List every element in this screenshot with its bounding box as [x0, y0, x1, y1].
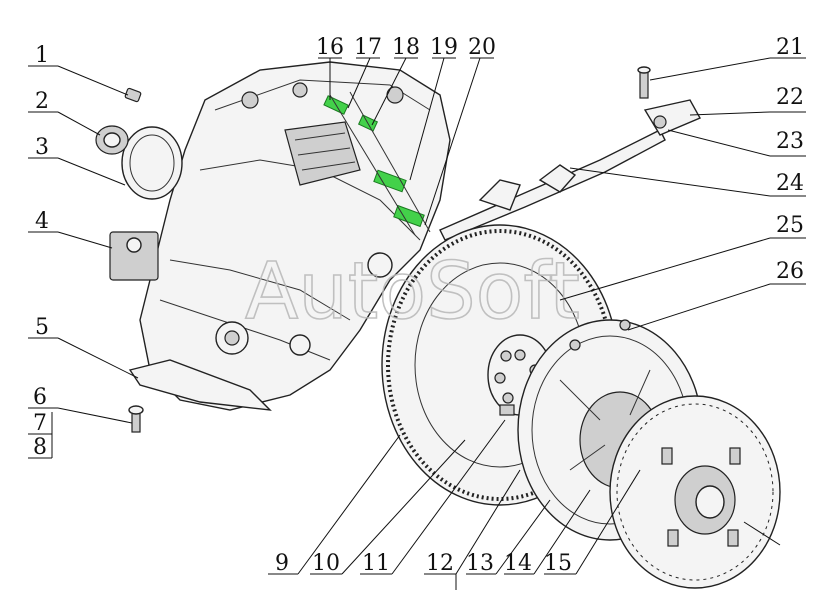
callout-5: 5: [35, 315, 49, 340]
callout-24: 24: [776, 171, 804, 196]
clutch-disc-drawing: [609, 395, 781, 589]
callout-22: 22: [776, 85, 804, 110]
callout-9: 9: [275, 551, 289, 576]
callout-4: 4: [35, 209, 49, 234]
leader-lines: [28, 57, 806, 590]
highlighted-bushings-drawing: [323, 91, 431, 236]
callout-10: 10: [312, 551, 340, 576]
callout-labels: 1 2 3 4 5 6 7 8 16 17 18 19 20 21 22 23 …: [33, 35, 804, 576]
callout-21: 21: [776, 35, 804, 60]
callout-18: 18: [392, 35, 420, 60]
callout-6: 6: [33, 385, 47, 410]
release-fork-drawing: [439, 66, 701, 241]
callout-7: 7: [33, 411, 47, 436]
callout-11: 11: [362, 551, 390, 576]
callout-16: 16: [316, 35, 344, 60]
callout-14: 14: [504, 551, 532, 576]
callout-26: 26: [776, 259, 804, 284]
callout-19: 19: [430, 35, 458, 60]
callout-1: 1: [35, 43, 49, 68]
callout-8: 8: [33, 435, 47, 460]
clutch-housing-drawing: [95, 61, 451, 433]
callout-15: 15: [544, 551, 572, 576]
callout-3: 3: [35, 135, 49, 160]
callout-17: 17: [354, 35, 382, 60]
callout-25: 25: [776, 213, 804, 238]
callout-13: 13: [466, 551, 494, 576]
callout-12: 12: [426, 551, 454, 576]
callout-23: 23: [776, 129, 804, 154]
autosoft-watermark: AutoSoft: [245, 247, 580, 337]
callout-20: 20: [468, 35, 496, 60]
callout-2: 2: [35, 89, 49, 114]
